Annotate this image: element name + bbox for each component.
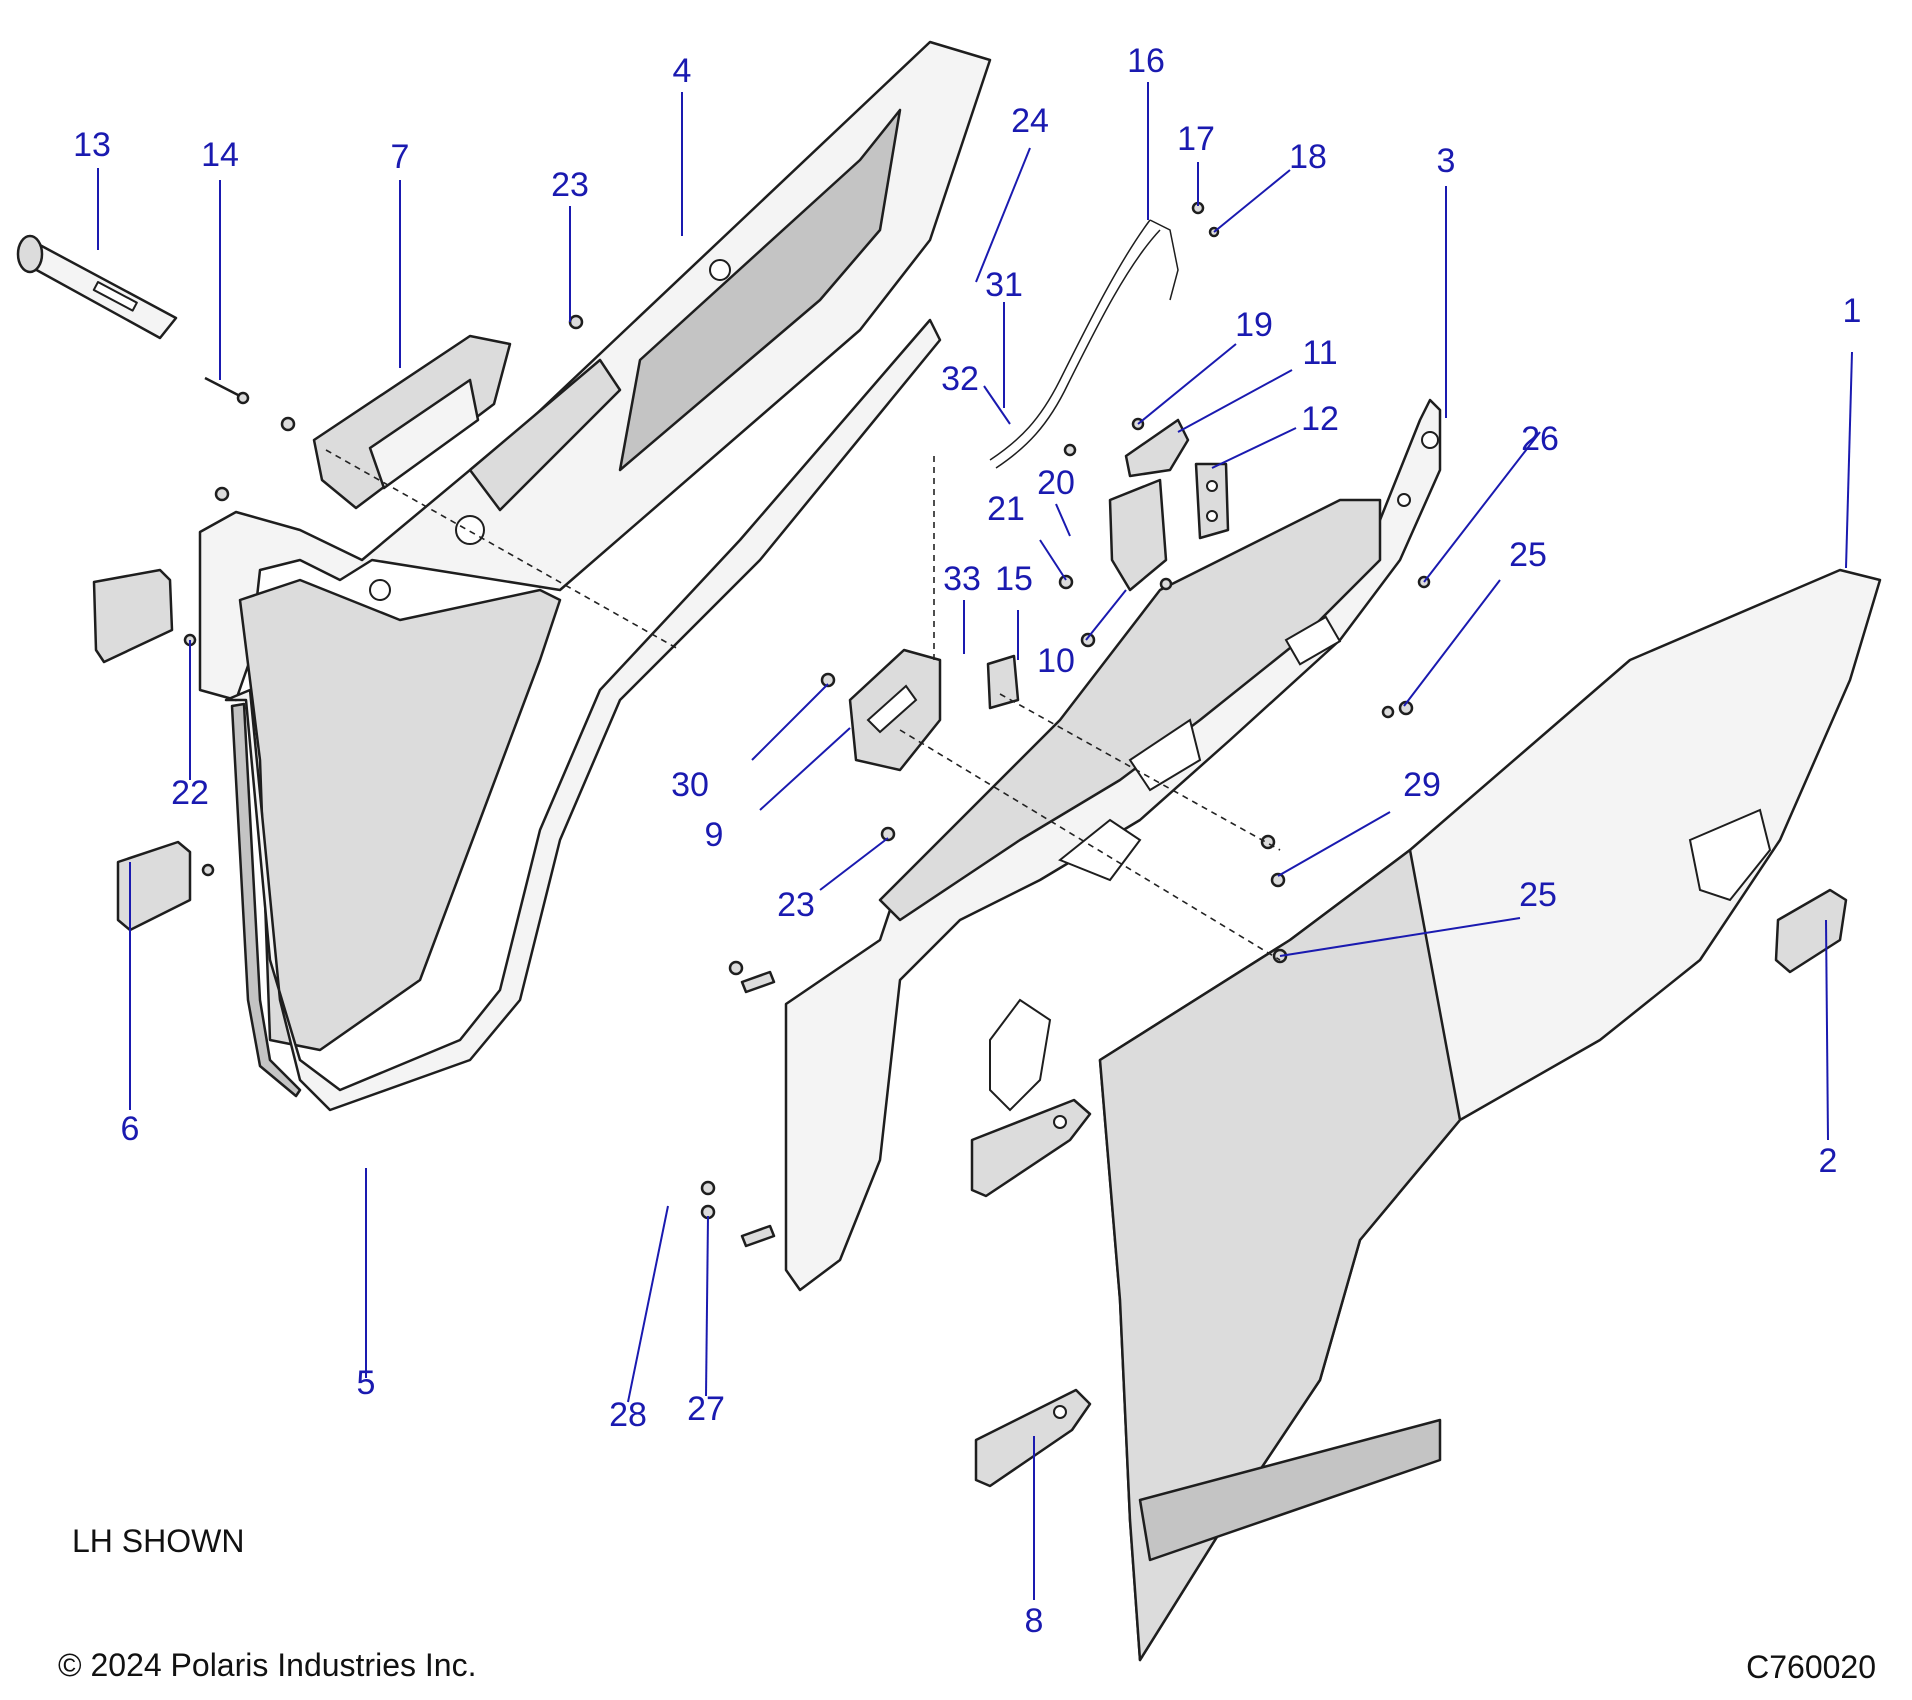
callout-17: 17: [1177, 120, 1215, 158]
callout-5: 5: [357, 1364, 376, 1402]
part-9-latch: [848, 648, 942, 772]
callout-33: 33: [943, 560, 981, 598]
callout-28: 28: [609, 1396, 647, 1434]
callout-11: 11: [1302, 334, 1337, 372]
part-2-outer-handle: [1774, 888, 1848, 974]
callout-31: 31: [985, 266, 1023, 304]
callout-19: 19: [1235, 306, 1273, 344]
callout-9: 9: [705, 816, 724, 854]
part-6-covers: [92, 568, 192, 932]
callout-30: 30: [671, 766, 709, 804]
callout-32: 32: [941, 360, 979, 398]
callout-24: 24: [1011, 102, 1049, 140]
part-3-door-frame: [784, 398, 1442, 1292]
callout-21: 21: [987, 490, 1025, 528]
part-4-inner-panel: [198, 40, 992, 702]
part-16-cable: [989, 219, 1179, 469]
callout-23-upper: 23: [551, 166, 589, 204]
callout-26: 26: [1521, 420, 1559, 458]
figure-code: C760020: [1746, 1649, 1876, 1685]
callout-23-lower: 23: [777, 886, 815, 924]
callout-7: 7: [391, 138, 410, 176]
callout-3: 3: [1437, 142, 1456, 180]
part-5-lower-panel-seal: [224, 318, 942, 1112]
part-1-outer-panel: [1098, 568, 1882, 1662]
part-8-hinges: [970, 1098, 1092, 1488]
leader-lines: [97, 82, 1853, 1600]
callout-8: 8: [1025, 1602, 1044, 1640]
copyright-notice: © 2024 Polaris Industries Inc.: [58, 1647, 476, 1683]
view-note: LH SHOWN: [72, 1523, 244, 1559]
callout-6: 6: [121, 1110, 140, 1148]
part-7-inner-handle: [312, 334, 512, 510]
callouts: 1 2 3 4 5 6 7 8 9 10 11 12 13 14 15 16 1…: [73, 42, 1861, 1640]
callout-13: 13: [73, 126, 111, 164]
callout-25-lower: 25: [1519, 876, 1557, 914]
callout-20: 20: [1037, 464, 1075, 502]
part-14-bolt: [204, 376, 250, 405]
callout-27: 27: [687, 1390, 725, 1428]
callout-22: 22: [171, 774, 209, 812]
callout-25-upper: 25: [1509, 536, 1547, 574]
callout-10: 10: [1037, 642, 1075, 680]
callout-18: 18: [1289, 138, 1327, 176]
callout-14: 14: [201, 136, 239, 174]
callout-15: 15: [995, 560, 1033, 598]
callout-16: 16: [1127, 42, 1165, 80]
callout-12: 12: [1301, 400, 1339, 438]
callout-29: 29: [1403, 766, 1441, 804]
fasteners: [183, 201, 1431, 1248]
callout-1: 1: [1843, 292, 1862, 330]
part-13-hinge-pin: [16, 234, 178, 340]
part-11-bracket: [1124, 418, 1190, 478]
callout-2: 2: [1819, 1142, 1838, 1180]
part-10-bracket: [1108, 478, 1168, 592]
part-15-bracket: [986, 654, 1020, 710]
callout-4: 4: [673, 52, 692, 90]
assembly-lines: [325, 449, 1281, 961]
part-12-bracket: [1194, 462, 1230, 540]
